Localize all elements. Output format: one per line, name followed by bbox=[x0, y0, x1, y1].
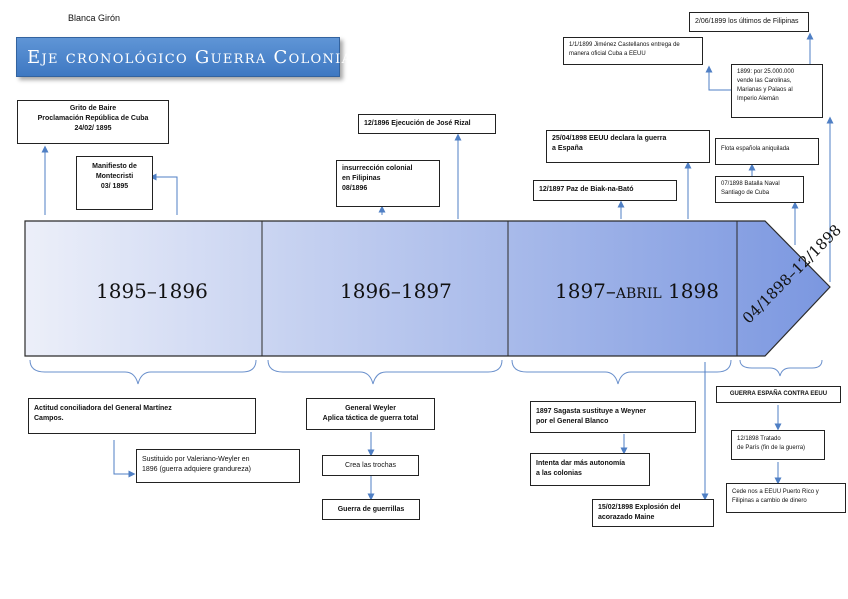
event-ejecucion-rizal: 12/1896 Ejecución de José Rizal bbox=[358, 114, 496, 134]
event-autonomia: Intenta dar más autonomía a las colonias bbox=[530, 453, 650, 486]
event-grito-de-baire: Grito de Baire Proclamación República de… bbox=[17, 100, 169, 144]
event-tratado-paris: 12/1898 Tratado de París (fin de la guer… bbox=[731, 430, 825, 460]
event-venta-carolinas: 1899: por 25.000.000 vende las Carolinas… bbox=[731, 64, 823, 118]
event-valeriano-weyler: Sustituido por Valeriano-Weyler en 1896 … bbox=[136, 449, 300, 483]
brace bbox=[267, 359, 503, 385]
event-cede-puerto-rico: Cede nos a EEUU Puerto Rico y Filipinas … bbox=[726, 483, 846, 513]
event-eeuu-declara-guerra: 25/04/1898 EEUU declara la guerra a Espa… bbox=[546, 130, 710, 163]
event-sagasta: 1897 Sagasta sustituye a Weyner por el G… bbox=[530, 401, 696, 433]
segment-label: 1897–abril 1898 bbox=[555, 279, 719, 303]
event-guerra-guerrillas: Guerra de guerrillas bbox=[322, 499, 420, 520]
event-paz-biak-na-bato: 12/1897 Paz de Biak-na-Bató bbox=[533, 180, 677, 201]
author-name: Blanca Girón bbox=[68, 13, 121, 23]
event-jimenez-castellanos: 1/1/1899 Jiménez Castellanos entrega de … bbox=[563, 37, 703, 65]
event-manifiesto-montecristi: Manifiesto de Montecristi 03/ 1895 bbox=[76, 156, 153, 210]
brace bbox=[29, 359, 257, 385]
event-crea-trochas: Crea las trochas bbox=[322, 455, 419, 476]
event-flota-aniquilada: Flota española aniquilada bbox=[715, 138, 819, 165]
event-insurreccion-filipinas: insurrección colonial en Filipinas 08/18… bbox=[336, 160, 440, 207]
event-ultimos-de-filipinas: 2/06/1899 los últimos de Filipinas bbox=[689, 12, 809, 32]
event-guerra-espana-eeuu: GUERRA ESPAÑA CONTRA EEUU bbox=[716, 386, 841, 403]
event-martinez-campos: Actitud conciliadora del General Martíne… bbox=[28, 398, 256, 434]
title-banner: Eje cronológico Guerra Colonial bbox=[16, 37, 361, 77]
event-batalla-santiago: 07/1898 Batalla Naval Santiago de Cuba bbox=[715, 176, 804, 203]
timeline-bar bbox=[24, 220, 831, 357]
brace bbox=[739, 359, 823, 377]
segment-label: 1895–1896 bbox=[96, 279, 208, 303]
event-explosion-maine: 15/02/1898 Explosión del acorazado Maine bbox=[592, 499, 714, 527]
page-title: Eje cronológico Guerra Colonial bbox=[27, 47, 363, 68]
brace bbox=[511, 359, 732, 385]
event-general-weyler: General Weyler Aplica táctica de guerra … bbox=[306, 398, 435, 430]
segment-label: 1896–1897 bbox=[340, 279, 452, 303]
